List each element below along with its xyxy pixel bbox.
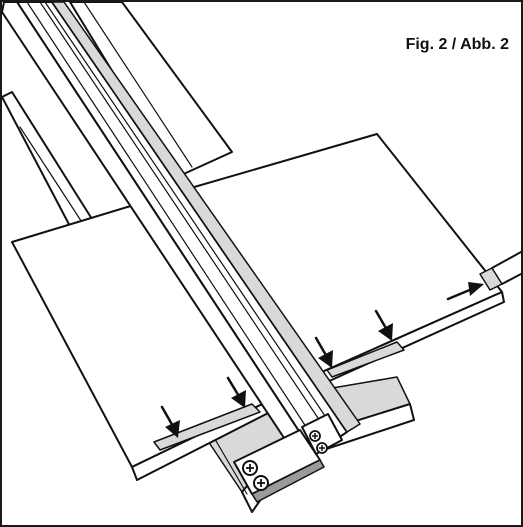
plus-screw-icon bbox=[309, 430, 321, 442]
arrow-icon bbox=[446, 282, 484, 301]
guide-rail bbox=[2, 2, 361, 463]
arrow-icon bbox=[374, 309, 393, 341]
rail-side bbox=[51, 2, 361, 433]
background-boards bbox=[2, 2, 233, 231]
left-board-groove bbox=[153, 403, 261, 451]
right-board-groove bbox=[326, 341, 405, 378]
clamp-plate-edge bbox=[251, 459, 325, 503]
arrow-icon bbox=[160, 405, 180, 438]
figure-label: Fig. 2 / Abb. 2 bbox=[405, 36, 509, 53]
plus-screw-icon bbox=[316, 442, 328, 454]
plus-screw-icon bbox=[253, 475, 269, 491]
arrow-icon bbox=[314, 336, 333, 368]
screws bbox=[242, 430, 328, 491]
arrows bbox=[160, 282, 484, 438]
rail-end-cap bbox=[301, 413, 343, 455]
plus-screw-icon bbox=[242, 460, 258, 476]
end-stop bbox=[479, 251, 521, 291]
right-board bbox=[176, 133, 505, 383]
arrow-icon bbox=[226, 376, 246, 408]
